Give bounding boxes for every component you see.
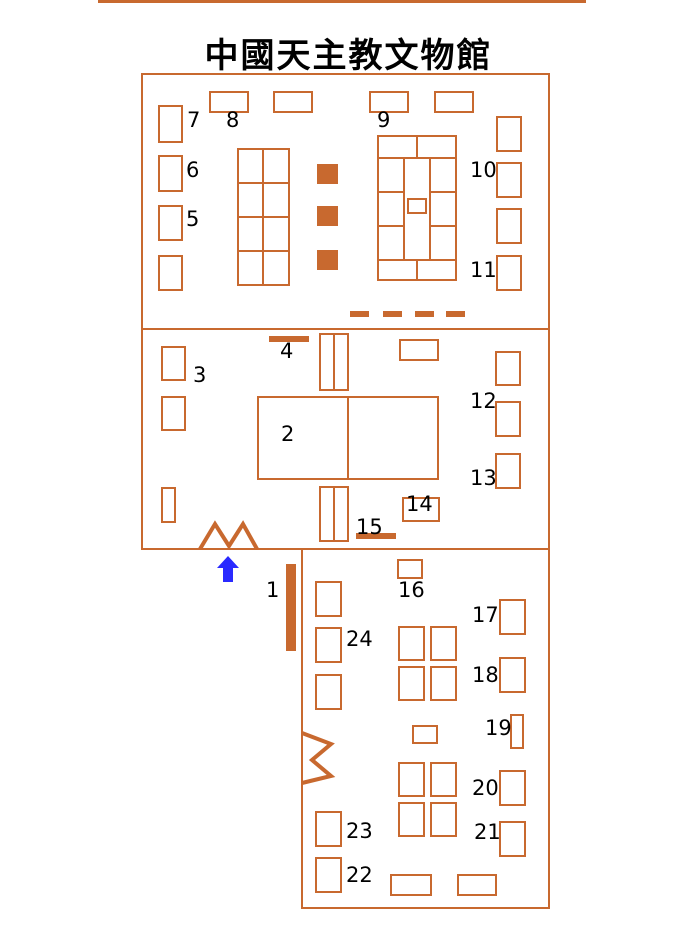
dash-block xyxy=(415,311,434,317)
label-2: 2 xyxy=(281,422,294,446)
grid-table-left xyxy=(237,148,290,286)
display-case xyxy=(499,599,526,635)
display-case xyxy=(161,487,176,523)
label-8: 8 xyxy=(226,108,239,132)
label-7: 7 xyxy=(187,108,200,132)
display-case xyxy=(315,857,342,893)
display-case xyxy=(397,559,423,579)
display-case xyxy=(457,874,497,896)
panel-4 xyxy=(269,336,309,342)
display-case xyxy=(158,105,183,143)
display-case xyxy=(402,497,440,522)
display-case xyxy=(315,581,342,617)
display-case xyxy=(399,339,439,361)
lower-room-wall xyxy=(301,548,550,909)
display-case xyxy=(495,401,521,437)
label-24: 24 xyxy=(346,627,373,651)
double-case-bottom xyxy=(319,486,349,542)
panel-15 xyxy=(356,533,396,539)
label-22: 22 xyxy=(346,863,373,887)
label-6: 6 xyxy=(186,158,199,182)
display-case xyxy=(158,255,183,291)
entrance-bay xyxy=(198,520,259,551)
display-case xyxy=(390,874,432,896)
entrance-arrow-icon xyxy=(217,556,239,582)
panel-1 xyxy=(286,564,296,651)
label-23: 23 xyxy=(346,819,373,843)
label-15: 15 xyxy=(356,515,383,539)
label-12: 12 xyxy=(470,389,497,413)
upper-room-wall xyxy=(141,73,550,330)
display-case xyxy=(499,770,526,806)
dash-block xyxy=(350,311,369,317)
grid-table-center xyxy=(377,135,457,281)
display-case xyxy=(158,155,183,192)
case-group-upper xyxy=(398,626,457,701)
label-9: 9 xyxy=(377,108,390,132)
dash-block xyxy=(383,311,402,317)
label-1: 1 xyxy=(266,578,279,602)
label-4: 4 xyxy=(280,339,293,363)
display-case xyxy=(496,208,522,244)
display-case xyxy=(315,811,342,847)
label-10: 10 xyxy=(470,158,497,182)
lower-bay xyxy=(301,731,336,785)
label-16: 16 xyxy=(398,578,425,602)
label-20: 20 xyxy=(472,776,499,800)
label-11: 11 xyxy=(470,258,497,282)
label-5: 5 xyxy=(186,207,199,231)
display-case xyxy=(273,91,313,113)
filled-block xyxy=(317,206,338,226)
display-case xyxy=(499,821,526,857)
map-title: 中國天主教文物館 xyxy=(204,36,493,76)
display-case xyxy=(496,116,522,152)
display-case xyxy=(209,91,249,113)
display-case xyxy=(161,346,186,381)
display-case xyxy=(510,714,524,749)
label-13: 13 xyxy=(470,466,497,490)
case-group-lower xyxy=(398,762,457,837)
label-3: 3 xyxy=(193,363,206,387)
label-17: 17 xyxy=(472,603,499,627)
display-case xyxy=(496,255,522,291)
central-table xyxy=(257,396,439,480)
label-19: 19 xyxy=(485,716,512,740)
display-case xyxy=(315,627,342,663)
top-rule xyxy=(98,0,586,3)
display-case xyxy=(315,674,342,710)
label-14: 14 xyxy=(406,492,433,516)
display-case xyxy=(495,351,521,386)
label-21: 21 xyxy=(474,820,501,844)
display-case xyxy=(158,205,183,241)
display-case xyxy=(495,453,521,489)
display-case xyxy=(434,91,474,113)
display-case xyxy=(412,725,438,744)
label-18: 18 xyxy=(472,663,499,687)
display-case xyxy=(161,396,186,431)
filled-block xyxy=(317,250,338,270)
double-case-top xyxy=(319,333,349,391)
dash-block xyxy=(446,311,465,317)
filled-block xyxy=(317,164,338,184)
display-case xyxy=(496,162,522,198)
display-case xyxy=(499,657,526,693)
middle-room-wall xyxy=(141,328,550,550)
display-case xyxy=(369,91,409,113)
